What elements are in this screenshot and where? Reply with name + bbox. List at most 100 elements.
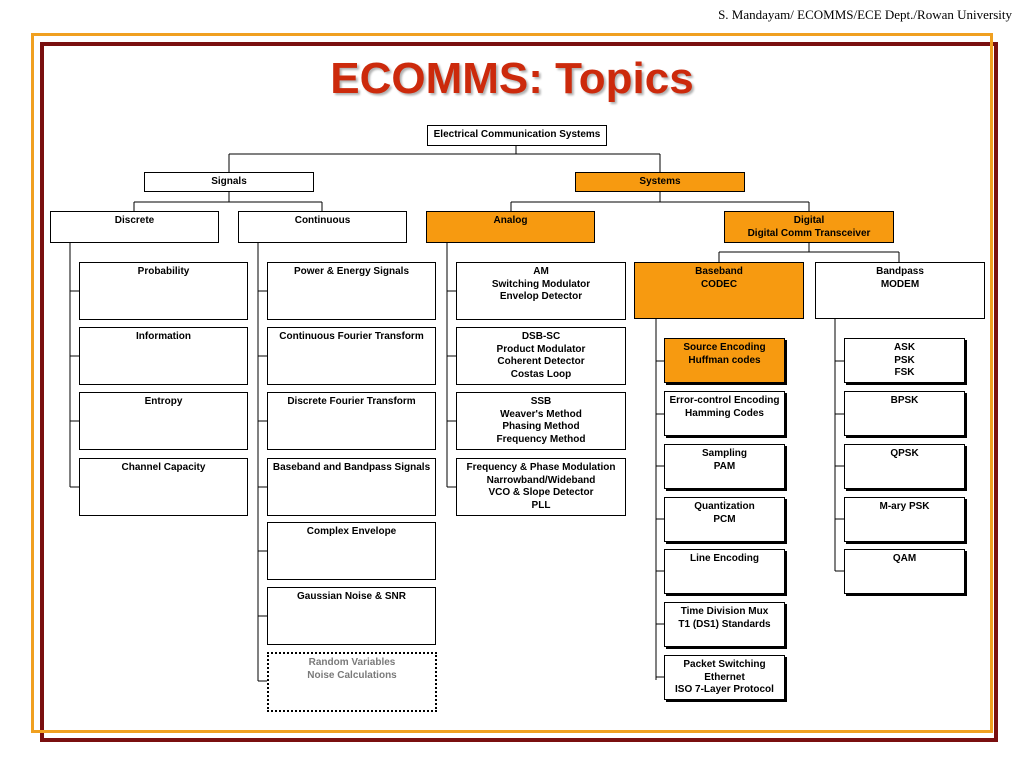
node-label: VCO & Slope Detector (488, 487, 594, 498)
node-label: Product Modulator (496, 343, 586, 355)
node-label: Digital Comm Transceiver (747, 227, 871, 239)
node-label: Power & Energy Signals (293, 266, 410, 277)
node-continuous-fourier-transform: Continuous Fourier Transform (267, 327, 436, 385)
node-label: Discrete Fourier Transform (287, 396, 416, 407)
node-label: Signals (211, 176, 247, 187)
node-frequency-phase-modulation: Frequency & Phase Modulation Narrowband/… (456, 458, 626, 516)
node-label: Electrical Communication Systems (433, 129, 601, 140)
node-label: Probability (137, 266, 190, 277)
node-packet-switching: Packet Switching Ethernet ISO 7-Layer Pr… (664, 655, 785, 700)
node-label: Switching Modulator (491, 278, 591, 290)
node-label: Costas Loop (510, 368, 572, 380)
node-root: Electrical Communication Systems (427, 125, 607, 146)
node-label: BPSK (890, 395, 919, 406)
node-label: SSB (530, 396, 552, 407)
node-label: Error-control Encoding (669, 395, 780, 406)
node-continuous: Continuous (238, 211, 407, 243)
node-qam: QAM (844, 549, 965, 594)
node-gaussian-noise-snr: Gaussian Noise & SNR (267, 587, 436, 645)
node-label: Weaver's Method (500, 408, 582, 420)
node-label: M-ary PSK (879, 501, 930, 512)
node-probability: Probability (79, 262, 248, 320)
node-label: Continuous (294, 215, 351, 226)
node-entropy: Entropy (79, 392, 248, 450)
node-error-control-encoding: Error-control Encoding Hamming Codes (664, 391, 785, 436)
node-label: Line Encoding (690, 553, 759, 564)
node-random-variables: Random Variables Noise Calculations (267, 652, 437, 712)
node-label: Frequency Method (496, 433, 586, 445)
node-label: Baseband and Bandpass Signals (272, 462, 431, 473)
node-label: Continuous Fourier Transform (279, 331, 424, 342)
node-am: AM Switching Modulator Envelop Detector (456, 262, 626, 320)
node-bpsk: BPSK (844, 391, 965, 436)
node-complex-envelope: Complex Envelope (267, 522, 436, 580)
node-quantization: Quantization PCM (664, 497, 785, 542)
slide-credit: S. Mandayam/ ECOMMS/ECE Dept./Rowan Univ… (718, 7, 1012, 22)
node-ssb: SSB Weaver's Method Phasing Method Frequ… (456, 392, 626, 450)
slide-frame-outer (40, 42, 998, 742)
node-label: Complex Envelope (306, 526, 397, 537)
node-label: Discrete (114, 215, 155, 226)
slide-frame-inner (31, 33, 993, 733)
node-label: Quantization (694, 501, 755, 512)
node-label: AM (533, 266, 549, 277)
node-label: Analog (493, 215, 528, 226)
node-sampling: Sampling PAM (664, 444, 785, 489)
node-analog: Analog (426, 211, 595, 243)
node-label: Source Encoding (683, 342, 766, 353)
node-label: Phasing Method (502, 421, 580, 432)
node-label: Time Division Mux (680, 606, 769, 617)
node-label: DSB-SC (521, 331, 561, 342)
node-source-encoding: Source Encoding Huffman codes (664, 338, 785, 383)
node-discrete-fourier-transform: Discrete Fourier Transform (267, 392, 436, 450)
slide-title: ECOMMS: Topics (330, 54, 694, 103)
node-label: Information (136, 331, 191, 342)
node-label: Envelop Detector (499, 291, 583, 302)
node-systems: Systems (575, 172, 745, 192)
node-label: Gaussian Noise & SNR (297, 591, 406, 602)
node-label: Frequency & Phase Modulation (466, 462, 616, 473)
node-label: Digital (793, 215, 825, 226)
node-qpsk: QPSK (844, 444, 965, 489)
node-time-division-mux: Time Division Mux T1 (DS1) Standards (664, 602, 785, 647)
node-label: PSK (894, 354, 915, 366)
node-label: PCM (713, 513, 736, 525)
node-label: Noise Calculations (307, 669, 397, 681)
node-label: Coherent Detector (497, 356, 585, 367)
node-label: Sampling (701, 448, 747, 459)
node-label: Narrowband/Wideband (486, 474, 596, 486)
node-signals: Signals (144, 172, 314, 192)
node-label: ISO 7-Layer Protocol (675, 684, 774, 695)
node-information: Information (79, 327, 248, 385)
node-label: FSK (894, 367, 915, 378)
node-label: MODEM (880, 278, 920, 290)
node-label: Packet Switching (683, 659, 766, 670)
node-label: Channel Capacity (121, 462, 206, 473)
node-label: QPSK (890, 448, 919, 459)
node-discrete: Discrete (50, 211, 219, 243)
node-line-encoding: Line Encoding (664, 549, 785, 594)
node-label: Ethernet (704, 671, 745, 683)
node-m-ary-psk: M-ary PSK (844, 497, 965, 542)
node-label: CODEC (700, 278, 738, 290)
node-ask-psk-fsk: ASK PSK FSK (844, 338, 965, 383)
node-baseband: Baseband CODEC (634, 262, 804, 319)
node-label: PLL (531, 499, 551, 511)
node-label: Hamming Codes (685, 407, 764, 419)
node-label: Entropy (144, 396, 183, 407)
node-label: Bandpass (876, 266, 924, 277)
node-label: Huffman codes (688, 354, 761, 366)
node-label: ASK (893, 342, 916, 353)
node-label: Random Variables (308, 657, 396, 668)
node-label: PAM (713, 460, 736, 472)
node-label: QAM (892, 553, 917, 564)
node-label: Systems (639, 176, 681, 187)
node-dsb-sc: DSB-SC Product Modulator Coherent Detect… (456, 327, 626, 385)
node-bandpass: Bandpass MODEM (815, 262, 985, 319)
node-baseband-bandpass-signals: Baseband and Bandpass Signals (267, 458, 436, 516)
node-channel-capacity: Channel Capacity (79, 458, 248, 516)
node-label: Baseband (695, 266, 743, 277)
node-label: T1 (DS1) Standards (678, 618, 771, 630)
node-digital: Digital Digital Comm Transceiver (724, 211, 894, 243)
